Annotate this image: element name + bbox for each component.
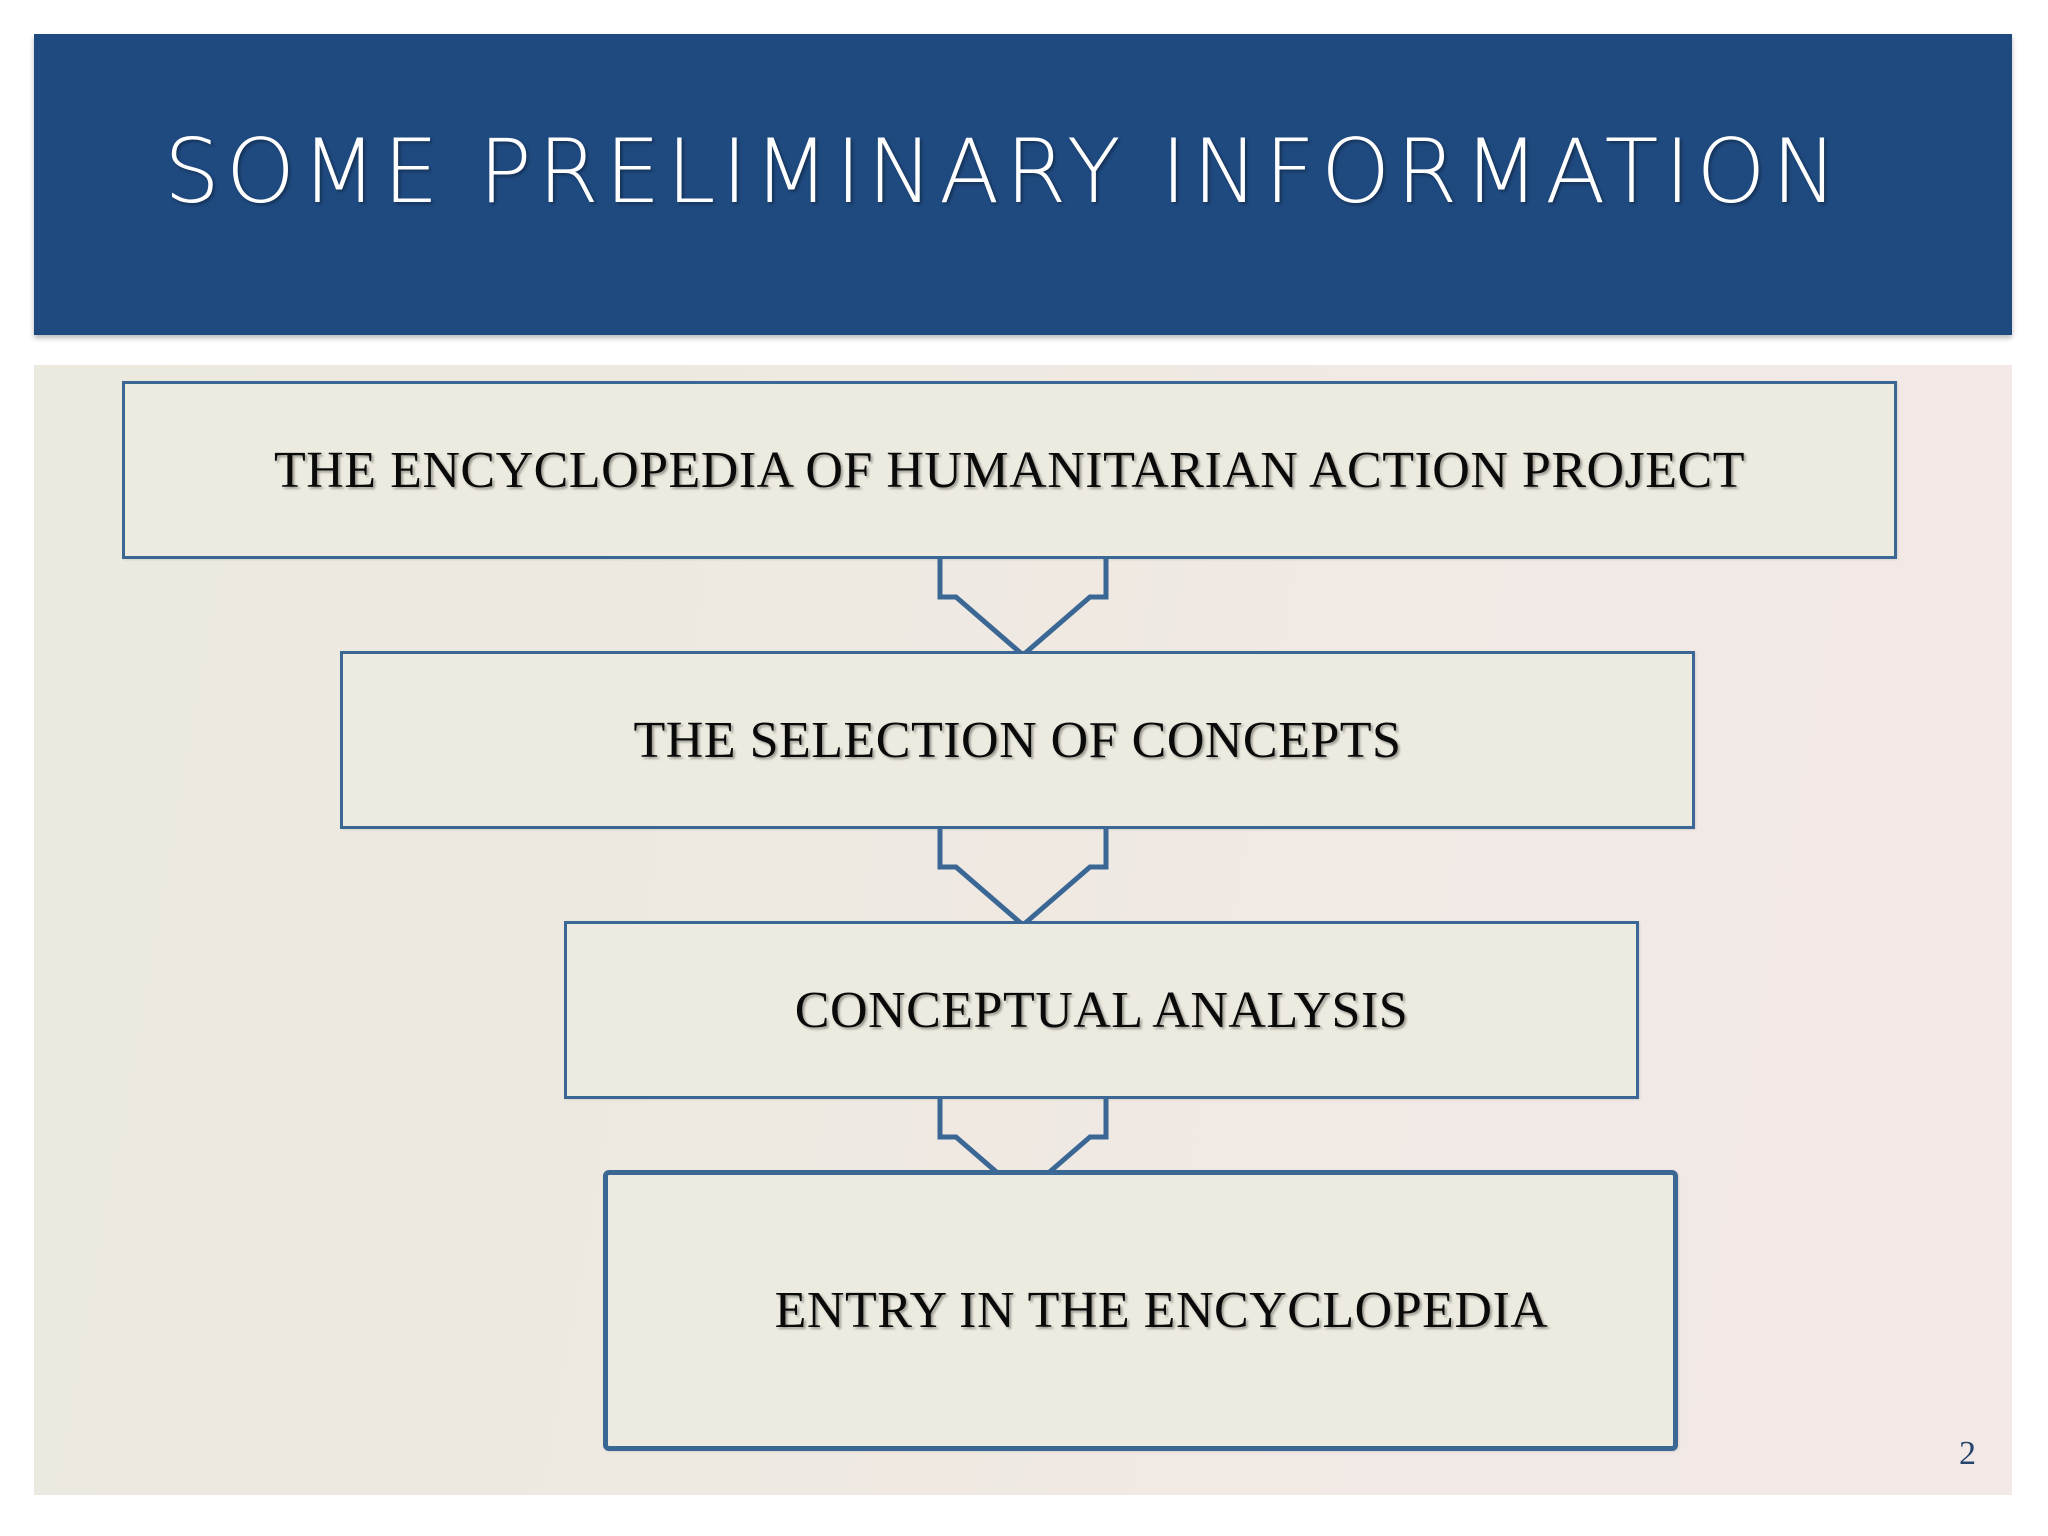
flowchart: THE ENCYCLOPEDIA OF HUMANITARIAN ACTION … — [34, 365, 2012, 1495]
down-arrow-icon-2 — [937, 829, 1109, 929]
slide-title-band: SOME PRELIMINARY INFORMATION — [34, 34, 2012, 335]
down-arrow-icon-1 — [937, 559, 1109, 659]
flow-step-4-label: ENTRY IN THE ENCYCLOPEDIA — [774, 1282, 1549, 1339]
slide-page-number: 2 — [1959, 1435, 1976, 1472]
slide-content-panel: THE ENCYCLOPEDIA OF HUMANITARIAN ACTION … — [34, 365, 2012, 1495]
flow-step-4[interactable]: ENTRY IN THE ENCYCLOPEDIA — [603, 1170, 1678, 1451]
flow-step-3[interactable]: CONCEPTUAL ANALYSIS — [564, 921, 1639, 1099]
flow-step-2-label: THE SELECTION OF CONCEPTS — [633, 711, 1402, 769]
flow-step-1[interactable]: THE ENCYCLOPEDIA OF HUMANITARIAN ACTION … — [122, 381, 1897, 559]
flow-step-2[interactable]: THE SELECTION OF CONCEPTS — [340, 651, 1695, 829]
flow-step-1-label: THE ENCYCLOPEDIA OF HUMANITARIAN ACTION … — [273, 441, 1746, 499]
page-title: SOME PRELIMINARY INFORMATION — [164, 120, 1844, 223]
flow-step-3-label: CONCEPTUAL ANALYSIS — [794, 981, 1409, 1039]
